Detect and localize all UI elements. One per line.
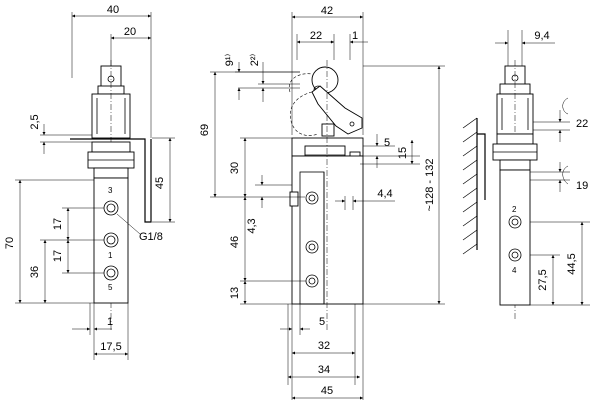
dim-46: 46 — [229, 236, 241, 248]
dim-42: 42 — [321, 5, 333, 17]
port-5-label: 5 — [108, 283, 113, 292]
angle-arc-19 — [562, 165, 569, 185]
dim-45-center: 45 — [321, 385, 333, 397]
dim-9-4: 9,4 — [534, 30, 549, 42]
dim-4-3: 4,3 — [246, 218, 258, 233]
port-4-label: 4 — [512, 266, 517, 275]
dim-13: 13 — [229, 287, 241, 299]
dim-30: 30 — [229, 162, 241, 174]
dim-20: 20 — [124, 26, 136, 38]
dim-17-b: 17 — [52, 250, 64, 262]
dim-128-132: ~128 - 132 — [424, 159, 436, 212]
port-1-label: 1 — [108, 251, 113, 260]
dim-69: 69 — [199, 124, 211, 136]
dim-5-top: 5 — [384, 137, 390, 149]
dim-4-4: 4,4 — [377, 188, 392, 200]
dim-17-a: 17 — [52, 218, 64, 230]
dim-70: 70 — [4, 237, 16, 249]
dim-15: 15 — [397, 147, 409, 159]
dim-1-center: 1 — [352, 30, 358, 42]
dim-2-5: 2,5 — [29, 114, 41, 129]
note-9: 9¹⁾ — [224, 53, 236, 66]
angle-arc-22 — [562, 97, 569, 115]
port-thread-label: G1/8 — [139, 231, 163, 243]
dim-34: 34 — [318, 364, 330, 376]
port-3-label: 3 — [108, 186, 113, 195]
roller-lever — [311, 85, 363, 135]
port-circle-mid — [305, 240, 319, 254]
valve-body-center — [291, 155, 364, 305]
dim-22-center: 22 — [310, 30, 322, 42]
dim-44-5: 44,5 — [566, 253, 578, 274]
dim-45-left: 45 — [154, 177, 166, 189]
center-view: 42 22 1 9¹⁾ 2²⁾ — [199, 5, 445, 400]
dim-40: 40 — [107, 4, 119, 16]
valve-body-left — [93, 177, 129, 304]
port-2-label: 2 — [512, 205, 517, 214]
dim-1-left: 1 — [107, 316, 113, 328]
port-4-circle — [508, 248, 522, 262]
port-circle-top — [305, 191, 319, 205]
note-2: 2²⁾ — [249, 53, 261, 66]
dim-17-5: 17,5 — [100, 341, 121, 353]
dim-5-bottom: 5 — [319, 316, 325, 328]
left-view: 40 20 2,5 3 1 5 — [4, 4, 175, 360]
mounting-bracket — [70, 138, 152, 223]
valve-body-right — [499, 169, 531, 306]
right-view: 9,4 2 4 — [462, 30, 590, 320]
dim-36: 36 — [29, 266, 41, 278]
right-bracket — [477, 133, 486, 200]
port-2-circle — [508, 215, 522, 229]
dim-22-right: 22 — [576, 118, 588, 130]
dim-19: 19 — [576, 180, 588, 192]
dim-27-5: 27,5 — [537, 269, 549, 290]
lever-dashed-position — [290, 91, 319, 136]
dim-32: 32 — [318, 340, 330, 352]
